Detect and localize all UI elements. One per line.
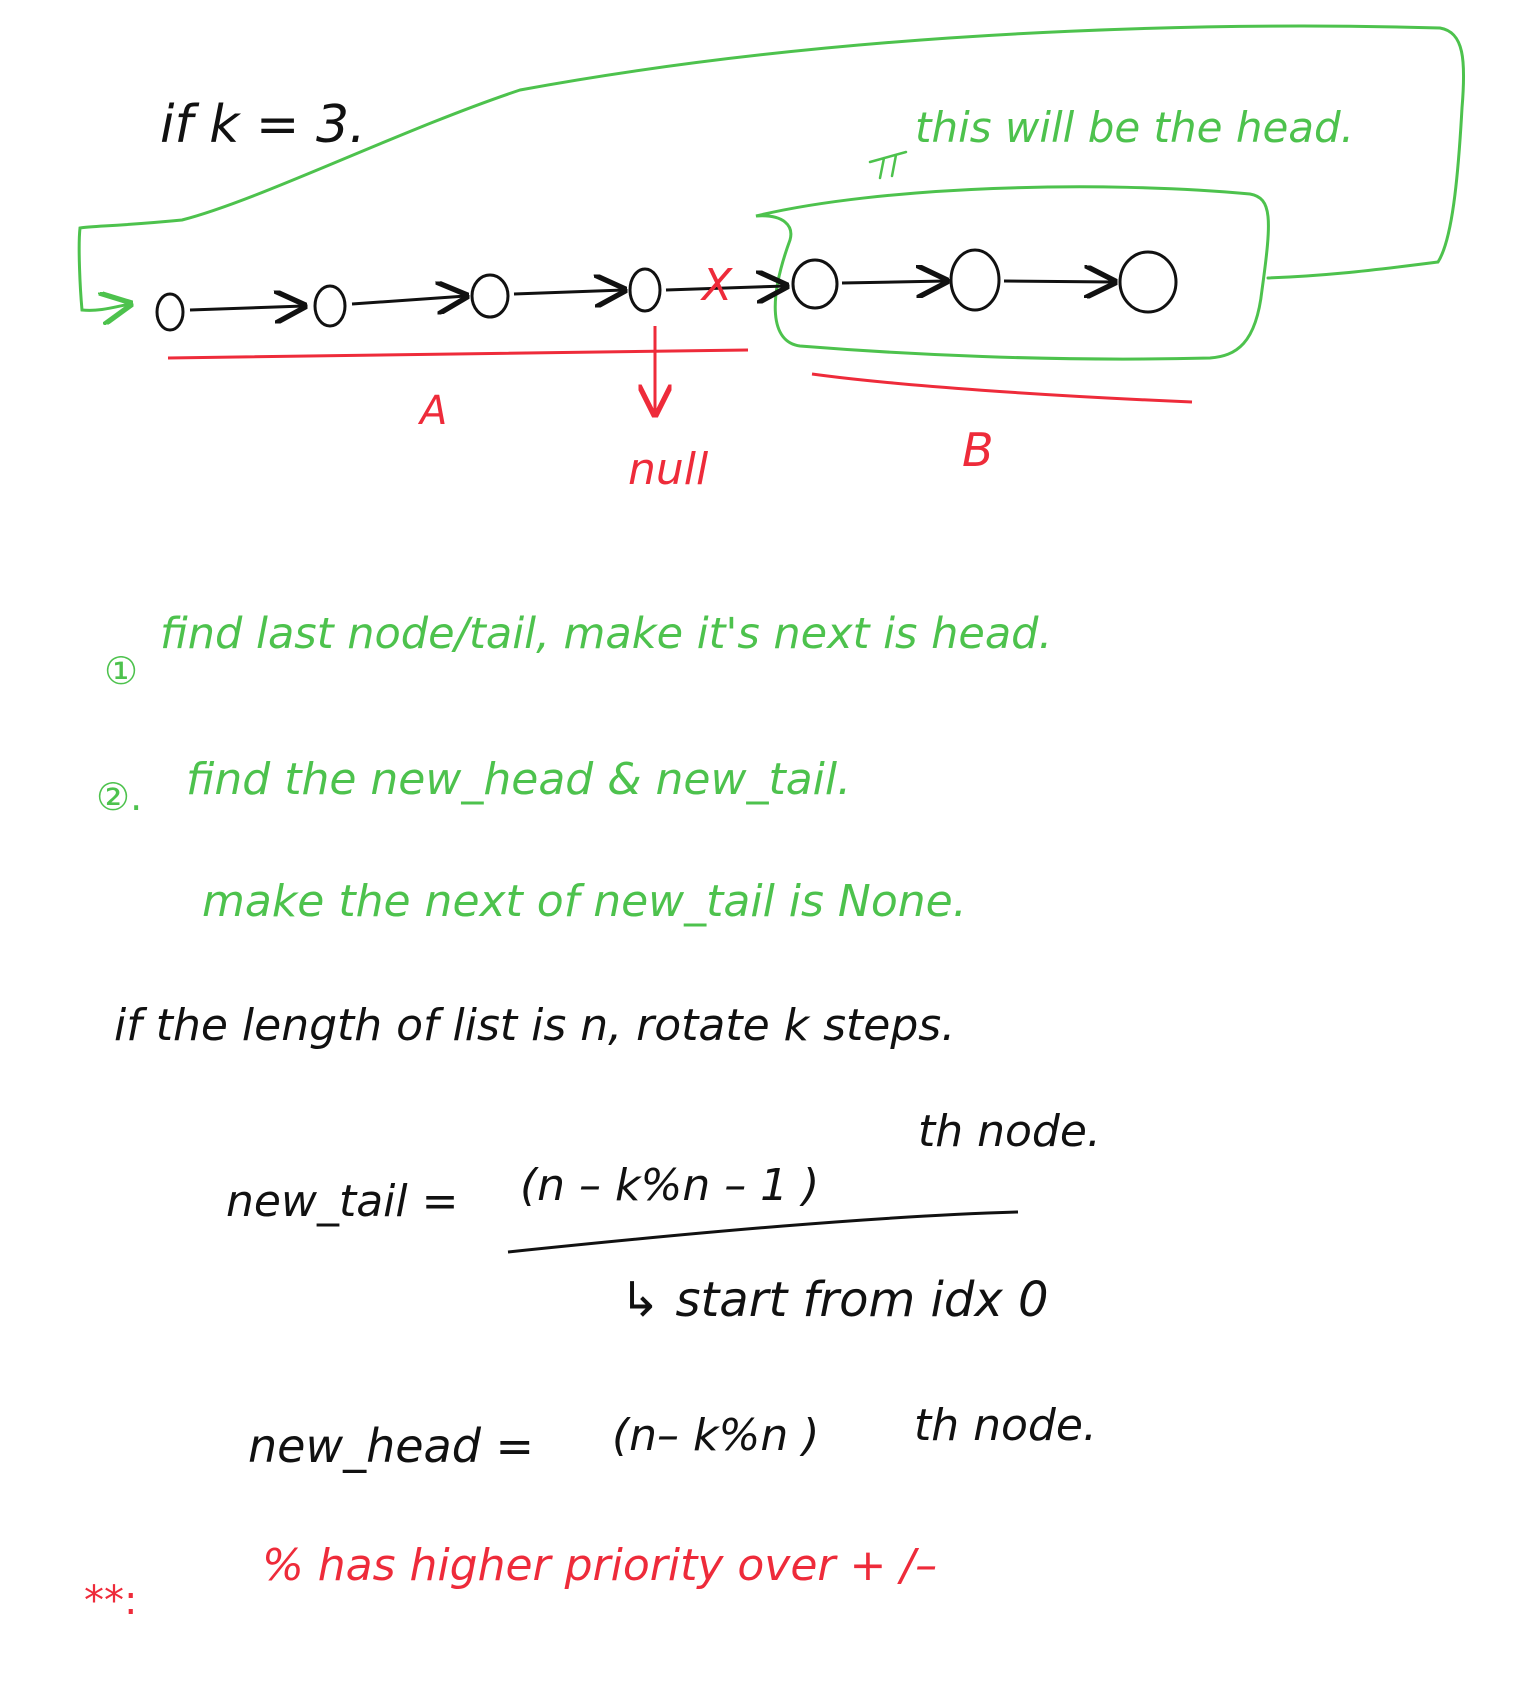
step2-number: ②.	[96, 775, 142, 819]
segment-b-underline	[811, 372, 1193, 404]
step2-line1: find the new_head & new_tail.	[186, 754, 851, 805]
next-arrow	[351, 296, 466, 304]
segment-a-label: A	[417, 388, 447, 434]
segment-b-box	[755, 185, 1270, 361]
condition-text: if k = 3.	[160, 95, 366, 155]
new-head-expr: (n– k%n )	[612, 1410, 819, 1461]
head-note-pointer	[868, 150, 908, 180]
new-tail-underline	[507, 1210, 1019, 1254]
new-tail-suffix: th node.	[918, 1106, 1101, 1157]
list-node	[1118, 250, 1178, 314]
next-arrow-broken	[665, 286, 786, 290]
new-head-suffix: th node.	[914, 1400, 1097, 1451]
new-tail-expr: (n – k%n – 1 )	[520, 1160, 819, 1211]
list-node	[628, 267, 662, 313]
list-node	[949, 248, 1001, 312]
list-node	[313, 284, 347, 328]
warning-stars: **:	[84, 1578, 137, 1624]
list-node	[791, 258, 839, 310]
list-node	[155, 292, 185, 332]
wrap-around-loop	[77, 24, 1466, 310]
segment-b-label: B	[962, 423, 994, 477]
step2-line2: make the next of new_tail is None.	[202, 876, 967, 927]
head-note-text: this will be the head.	[915, 103, 1354, 152]
start-from-note: ↳ start from idx 0	[620, 1272, 1049, 1328]
list-arrows	[189, 281, 1114, 310]
step1-text: find last node/tail, make it's next is h…	[160, 609, 1052, 659]
next-arrow	[513, 290, 624, 294]
break-mark: X	[700, 260, 733, 311]
linked-list	[155, 248, 1178, 332]
segment-a-underline	[167, 348, 749, 360]
next-arrow	[189, 306, 304, 310]
next-arrow	[1003, 281, 1114, 282]
new-head-label: new_head =	[248, 1419, 534, 1473]
length-line: if the length of list is n, rotate k ste…	[114, 1000, 955, 1051]
warning-text: % has higher priority over + /–	[262, 1540, 937, 1591]
list-node	[470, 273, 510, 319]
new-tail-label: new_tail =	[226, 1176, 458, 1227]
step1-number: ①	[104, 649, 138, 693]
next-arrow	[841, 281, 946, 283]
null-label: null	[628, 444, 709, 495]
